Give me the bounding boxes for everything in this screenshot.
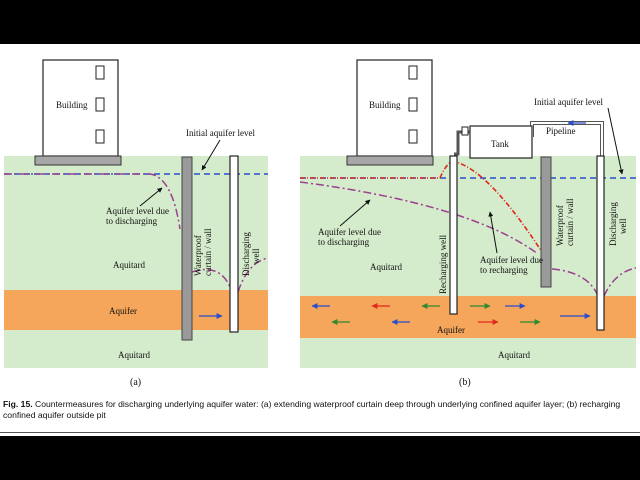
aquifer-level-cone-left: [551, 268, 599, 297]
well-label-line2: well: [251, 248, 261, 264]
well-label-line1: Discharging: [608, 202, 618, 246]
initial-level-label: Initial aquifer level: [186, 128, 255, 138]
aquifer-level-recharge-curve: [300, 160, 543, 253]
initial-level-label: Initial aquifer level: [534, 97, 603, 107]
panel-b-sublabel: (b): [459, 377, 471, 388]
caption-divider: [0, 432, 640, 433]
building-window: [408, 65, 418, 80]
recharging-well-label: Recharging well: [438, 234, 448, 294]
discharging-well: [229, 155, 239, 333]
aquitard-upper-label: Aquitard: [113, 260, 145, 270]
discharge-level-label-line1: Aquifer level due: [318, 227, 381, 237]
well-label-line2: well: [618, 218, 628, 234]
aquifer-level-pointer: [139, 187, 163, 207]
initial-level-pointer: [607, 107, 624, 175]
curtain-label-line1: Waterproof: [193, 235, 203, 276]
figure-number: Fig. 15.: [3, 399, 33, 409]
well-label-line1: Discharging: [241, 232, 251, 276]
aquitard-lower-layer: [300, 338, 636, 368]
curtain-label-line2: curtain / wall: [565, 198, 575, 246]
aquifer-label: Aquifer: [109, 306, 137, 316]
aquifer-level-cone-left: [191, 268, 233, 293]
discharging-well: [596, 155, 605, 331]
discharge-level-label-line2: to discharging: [318, 237, 370, 247]
aquifer-label: Aquifer: [437, 325, 465, 335]
aquitard-lower-label: Aquitard: [118, 350, 150, 360]
aquifer-level-label-line2: to discharging: [106, 216, 158, 226]
curtain-label-line2: curtain / wall: [203, 228, 213, 276]
aquitard-upper-layer: [4, 156, 268, 290]
panel-a-sublabel: (a): [130, 377, 141, 388]
building-window: [95, 97, 105, 112]
figure-caption: Fig. 15. Countermeasures for discharging…: [3, 399, 635, 421]
tank: [469, 125, 533, 159]
recharge-level-pointer: [488, 211, 498, 254]
aquifer-level-discharge-curve: [4, 173, 181, 230]
aquifer-level-cone-right: [237, 257, 269, 293]
aquitard-lower-layer: [4, 330, 268, 368]
building-window: [408, 97, 418, 112]
pipeline-label: Pipeline: [546, 126, 576, 136]
tank-valve: [461, 126, 469, 136]
figure-caption-text: Countermeasures for discharging underlyi…: [3, 399, 621, 420]
building-base: [34, 155, 122, 166]
aquitard-upper-layer: [300, 156, 636, 296]
initial-level-pointer: [201, 139, 221, 171]
recharge-level-label-line1: Aquifer level due: [480, 255, 543, 265]
waterproof-curtain-wall: [181, 156, 193, 341]
building-base: [346, 155, 434, 166]
building-label: Building: [369, 100, 401, 110]
building-window: [95, 129, 105, 144]
tank-label: Tank: [491, 139, 509, 149]
aquifer-layer: [300, 296, 636, 338]
panel-a: Building Initial aquifer level Aquifer l…: [4, 59, 269, 388]
panel-b: Building Initial aquifer level Pipeline …: [299, 59, 637, 388]
aquifer-level-cone-right: [603, 267, 637, 297]
recharge-level-label-line2: to recharging: [480, 265, 528, 275]
aquitard-upper-label: Aquitard: [370, 262, 402, 272]
recharging-well: [449, 155, 458, 315]
figure-sheet: Building Initial aquifer level Aquifer l…: [0, 44, 640, 436]
aquifer-level-discharge-curve: [299, 181, 539, 255]
waterproof-curtain-wall: [540, 156, 552, 288]
building-window: [408, 129, 418, 144]
figure-svg: Building Initial aquifer level Aquifer l…: [4, 59, 637, 388]
aquitard-lower-label: Aquitard: [498, 350, 530, 360]
building-label: Building: [56, 100, 88, 110]
aquifer-level-label-line1: Aquifer level due: [106, 206, 169, 216]
discharge-level-pointer: [339, 199, 371, 227]
building-window: [95, 65, 105, 80]
aquifer-layer: [4, 290, 268, 330]
curtain-label-line1: Waterproof: [555, 205, 565, 246]
